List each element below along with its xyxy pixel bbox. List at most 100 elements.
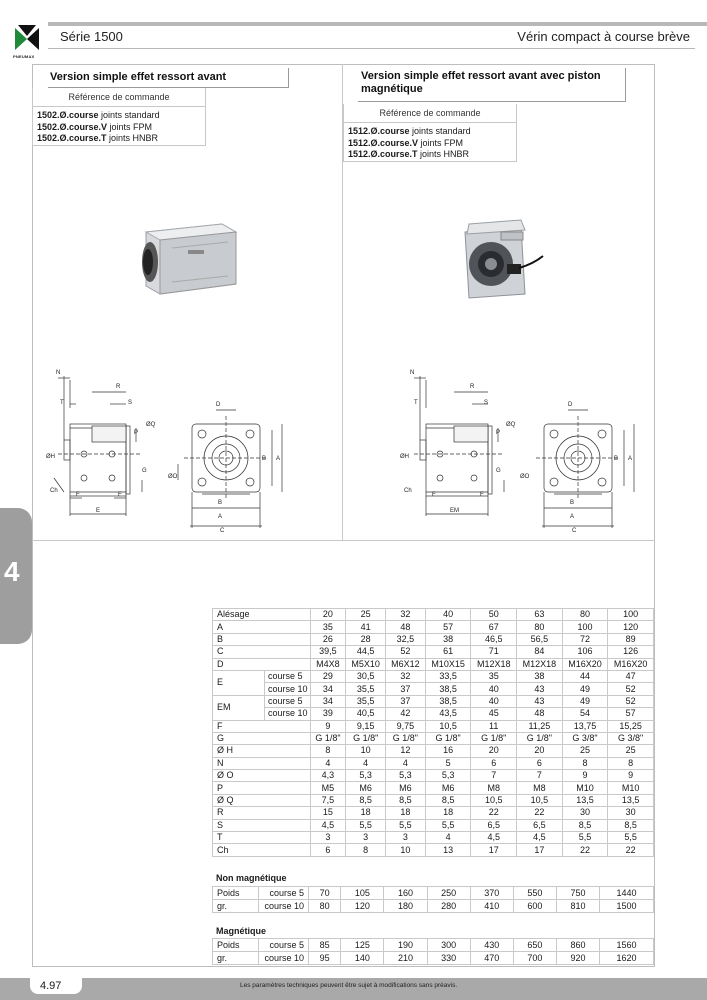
table-cell: 54 bbox=[561, 707, 609, 721]
row-sublabel: course 10 bbox=[264, 707, 311, 721]
table-cell: 80 bbox=[307, 899, 342, 913]
dim-label-E: E bbox=[96, 508, 100, 514]
table-cell: G 1/8" bbox=[424, 731, 472, 746]
table-cell: 34 bbox=[309, 694, 347, 709]
row-sublabel: course 5 bbox=[264, 694, 311, 709]
ref-line: 1512.Ø.course.T joints HNBR bbox=[348, 149, 470, 159]
table-row: Poids course 5 70 105 160 250 370 550 75… bbox=[212, 886, 654, 900]
table-cell: 7,5 bbox=[309, 793, 347, 808]
table-cell: 46,5 bbox=[470, 632, 518, 647]
table-cell: 9,75 bbox=[385, 719, 426, 733]
table-cell: 8 bbox=[607, 756, 654, 771]
row-label: R bbox=[212, 806, 311, 820]
table-cell: 44,5 bbox=[345, 645, 387, 659]
table-cell: 410 bbox=[469, 899, 514, 913]
table-cell: 71 bbox=[470, 645, 518, 659]
table-cell: 550 bbox=[512, 886, 557, 900]
table-cell: 47 bbox=[607, 669, 654, 684]
magnetic-weights-table: Poids course 5 85 125 190 300 430 650 86… bbox=[212, 938, 654, 965]
table-cell: M4X8 bbox=[309, 657, 347, 671]
bore-value: 40 bbox=[424, 607, 472, 622]
table-cell: M10 bbox=[561, 781, 609, 795]
table-cell: 6 bbox=[309, 843, 347, 857]
dim-label-R: R bbox=[470, 384, 475, 390]
table-cell: 89 bbox=[607, 632, 654, 647]
left-ref-list: 1502.Ø.course joints standard 1502.Ø.cou… bbox=[33, 107, 205, 148]
table-cell: 12 bbox=[385, 744, 426, 758]
table-cell: 9 bbox=[309, 719, 347, 733]
row-label: Ch bbox=[212, 843, 311, 857]
table-cell: 29 bbox=[309, 669, 347, 684]
magnetic-title: Magnétique bbox=[216, 926, 267, 936]
table-cell: 330 bbox=[426, 951, 471, 965]
non-magnetic-title: Non magnétique bbox=[216, 873, 287, 883]
table-cell: 40,5 bbox=[345, 707, 387, 721]
table-cell: 750 bbox=[555, 886, 601, 900]
table-cell: 8,5 bbox=[424, 793, 472, 808]
table-cell: 3 bbox=[309, 831, 347, 845]
table-cell: 28 bbox=[345, 632, 387, 647]
table-cell: 430 bbox=[469, 938, 514, 952]
table-cell: M8 bbox=[516, 781, 563, 795]
table-cell: 9,15 bbox=[345, 719, 387, 733]
right-ref-header: Référence de commande bbox=[344, 104, 516, 123]
table-cell: 1560 bbox=[599, 938, 654, 952]
footer-disclaimer: Les paramètres techniques peuvent être s… bbox=[240, 982, 458, 989]
table-cell: 35,5 bbox=[345, 682, 387, 696]
table-cell: 52 bbox=[607, 694, 654, 709]
table-cell: M5 bbox=[309, 781, 347, 795]
dim-label-A2: A bbox=[628, 456, 632, 462]
table-cell: 5,5 bbox=[385, 818, 426, 833]
table-cell: 15,25 bbox=[607, 719, 654, 733]
table-cell: M10 bbox=[607, 781, 654, 795]
dim-label-OO: ØO bbox=[520, 474, 530, 480]
row-label: F bbox=[212, 719, 311, 733]
table-cell: 72 bbox=[561, 632, 609, 647]
dim-label-OQ: ØQ bbox=[146, 422, 156, 428]
table-cell: 10 bbox=[385, 843, 426, 857]
table-cell: 5,3 bbox=[385, 769, 426, 783]
dim-label-F2: F bbox=[118, 492, 122, 498]
table-cell: 10,5 bbox=[516, 793, 563, 808]
table-cell: 40 bbox=[470, 694, 518, 709]
table-cell: M5X10 bbox=[345, 657, 387, 671]
table-cell: 4,3 bbox=[309, 769, 347, 783]
table-cell: 20 bbox=[516, 744, 563, 758]
table-cell: 37 bbox=[385, 682, 426, 696]
table-cell: 61 bbox=[424, 645, 472, 659]
table-cell: G 1/8" bbox=[309, 731, 347, 746]
table-cell: 250 bbox=[426, 886, 471, 900]
dim-label-OH: ØH bbox=[400, 454, 409, 460]
table-cell: 126 bbox=[607, 645, 654, 659]
row-label: P bbox=[212, 781, 311, 795]
table-cell: 4,5 bbox=[309, 818, 347, 833]
table-cell: 9 bbox=[561, 769, 609, 783]
content-frame bbox=[32, 64, 655, 967]
table-cell: 5,5 bbox=[561, 831, 609, 845]
bore-value: 50 bbox=[470, 607, 518, 622]
dim-label-B2: B bbox=[262, 456, 266, 462]
table-cell: M12X18 bbox=[470, 657, 518, 671]
table-cell: 5,3 bbox=[345, 769, 387, 783]
row-label: E bbox=[212, 669, 265, 696]
table-cell: 38,5 bbox=[424, 694, 472, 709]
table-cell: 49 bbox=[561, 694, 609, 709]
table-cell: 5,5 bbox=[424, 818, 472, 833]
table-cell: 120 bbox=[607, 620, 654, 634]
table-cell: 5,5 bbox=[607, 831, 654, 845]
table-cell: 80 bbox=[516, 620, 563, 634]
dim-label-F: F bbox=[76, 492, 80, 498]
section-divider bbox=[32, 540, 655, 541]
table-cell: M16X20 bbox=[561, 657, 609, 671]
table-cell: 700 bbox=[512, 951, 557, 965]
table-cell: 52 bbox=[607, 682, 654, 696]
table-cell: 15 bbox=[309, 806, 347, 820]
table-cell: 8 bbox=[345, 843, 387, 857]
table-cell: 3 bbox=[385, 831, 426, 845]
